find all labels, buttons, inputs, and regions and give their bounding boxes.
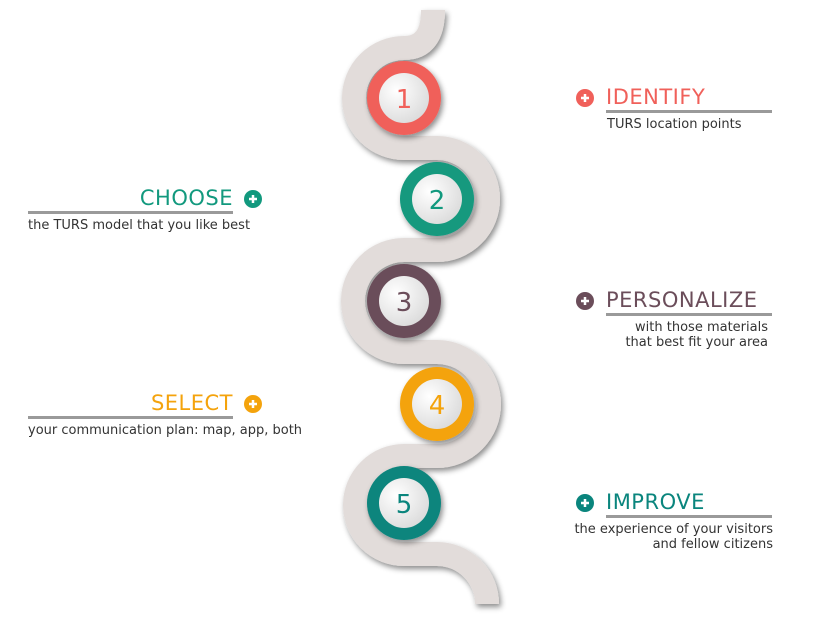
step-title: IDENTIFY [606,85,706,109]
step-disc [379,478,429,528]
title-underline [606,515,772,518]
subtitle-line: and fellow citizens [652,537,773,552]
step-number: 1 [396,85,413,115]
step-number: 3 [396,288,413,318]
step-number: 5 [396,490,413,520]
step-subtitle: TURS location points [607,117,742,132]
road-path [341,9,501,605]
step-title: IMPROVE [606,490,705,514]
subtitle-line: that best fit your area [625,335,768,350]
plus-icon [581,94,589,102]
step-title: CHOOSE [139,186,233,210]
step-title: PERSONALIZE [606,288,758,312]
step-title: SELECT [150,391,233,415]
title-underline [28,211,233,214]
step-disc [379,73,429,123]
step-disc [379,276,429,326]
plus-icon [249,195,257,203]
step-disc [412,379,462,429]
subtitle-line: the TURS model that you like best [28,218,251,233]
step-subtitle: the TURS model that you like best [28,218,250,233]
subtitle-line: TURS location points [607,117,742,132]
plus-icon [249,400,257,408]
subtitle-line: the experience of your visitors [574,522,773,537]
step-number: 2 [429,186,446,216]
step-disc [412,174,462,224]
title-underline [606,110,772,113]
plus-icon [581,499,589,507]
subtitle-line: your communication plan: map, app, both [28,423,303,438]
plus-icon [581,297,589,305]
title-underline [28,416,233,419]
subtitle-line: with those materials [635,320,768,335]
step-subtitle: your communication plan: map, app, both [28,423,302,438]
step-number: 4 [429,391,446,421]
title-underline [606,313,772,316]
